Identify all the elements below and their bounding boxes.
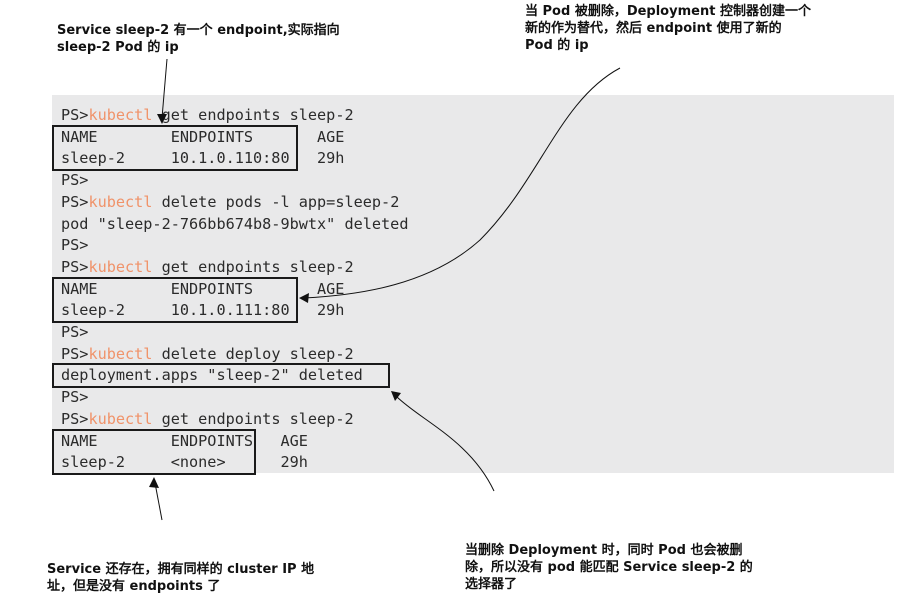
terminal-command-name: kubectl [88,257,153,276]
highlight-box-deployment-deleted [52,363,390,388]
terminal-output-line: sleep-2 <none> 29h [61,453,308,472]
annotation-line: Pod 的 ip [525,38,589,53]
annotation-controller-replaces-pod: 当 Pod 被删除，Deployment 控制器创建一个 新的作为替代，然后 e… [525,3,811,54]
annotation-line: Service 还存在，拥有同样的 cluster IP 地 [47,562,315,577]
terminal-command-line: PS>kubectl delete pods -l app=sleep-2 [61,191,399,213]
terminal-command-name: kubectl [88,344,153,363]
terminal-prompt: PS> [61,171,89,190]
terminal-prompt: PS> [61,192,89,211]
terminal-command-name: kubectl [88,409,153,428]
terminal-prompt: PS> [61,323,89,341]
terminal-command-args: get endpoints sleep-2 [152,409,354,428]
terminal-prompt: PS> [61,344,89,363]
terminal-command-args: get endpoints sleep-2 [152,257,354,276]
terminal-command-args: delete pods -l app=sleep-2 [152,192,400,211]
terminal-output-line: deployment.apps "sleep-2" deleted [61,366,363,385]
terminal-output-line: NAME ENDPOINTS AGE [61,431,308,450]
terminal-prompt-line: PS> [61,386,88,408]
highlight-box-endpoints-1 [52,125,298,171]
annotation-service-no-endpoints: Service 还存在，拥有同样的 cluster IP 地 址，但是没有 en… [47,561,314,595]
terminal-prompt: PS> [61,236,89,255]
terminal-prompt: PS> [61,257,89,276]
annotation-line: 址，但是没有 endpoints 了 [47,579,221,594]
terminal-prompt-line: PS> [61,321,88,343]
annotation-endpoint-points-to-pod: Service sleep-2 有一个 endpoint,实际指向 sleep-… [57,22,340,56]
terminal-prompt-line: PS> [61,234,88,256]
arrowhead-bottom-left [149,477,159,488]
annotation-line: 除，所以没有 pod 能匹配 Service sleep-2 的 [465,560,753,575]
terminal-command-line: PS>kubectl get endpoints sleep-2 [61,104,354,126]
terminal-command-args: get endpoints sleep-2 [152,106,354,124]
terminal-output-line: pod "sleep-2-766bb674b8-9bwtx" deleted [61,214,409,233]
terminal-command-line: PS>kubectl get endpoints sleep-2 [61,408,354,430]
annotation-line: 新的作为替代，然后 endpoint 使用了新的 [525,21,782,36]
highlight-box-endpoints-none [52,429,256,475]
annotation-line: Service sleep-2 有一个 endpoint,实际指向 [57,23,340,38]
terminal-output-line: sleep-2 10.1.0.111:80 29h [61,301,345,320]
terminal-command-line: PS>kubectl get endpoints sleep-2 [61,256,354,278]
annotation-deployment-deleted: 当删除 Deployment 时，同时 Pod 也会被删 除，所以没有 pod … [465,542,753,593]
terminal-prompt: PS> [61,106,89,124]
terminal-command-name: kubectl [88,192,153,211]
terminal-command-args: delete deploy sleep-2 [152,344,354,363]
annotation-line: 当 Pod 被删除，Deployment 控制器创建一个 [525,4,811,19]
annotation-line: 当删除 Deployment 时，同时 Pod 也会被删 [465,543,743,558]
highlight-box-endpoints-2 [52,277,298,323]
terminal-prompt: PS> [61,409,89,428]
terminal-command-name: kubectl [88,106,153,124]
annotation-line: 选择器了 [465,577,518,592]
terminal-command-line: PS>kubectl delete deploy sleep-2 [61,343,354,365]
arrow-bottom-left [154,482,163,521]
terminal-prompt-line: PS> [61,169,88,191]
terminal-prompt: PS> [61,388,89,407]
annotation-line: sleep-2 Pod 的 ip [57,40,179,55]
